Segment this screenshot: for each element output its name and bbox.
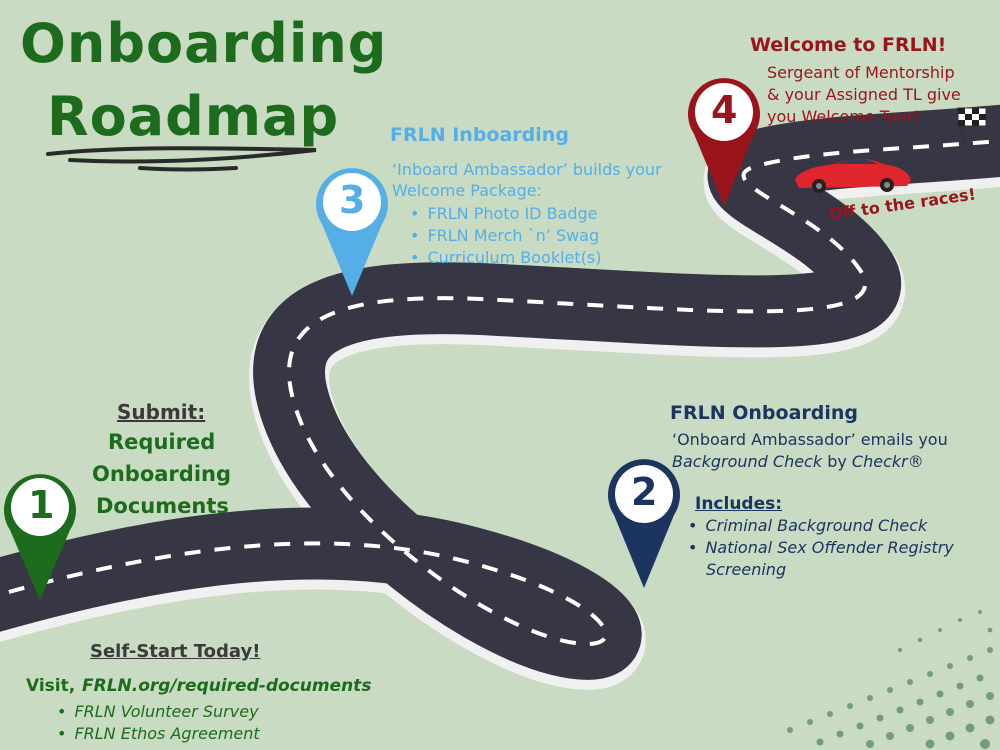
step4-line1: Sergeant of Mentorship (767, 63, 955, 82)
step1-bullet-ethos: FRLN Ethos Agreement (57, 724, 259, 743)
title-underline (46, 146, 317, 172)
step3-bullet-merch: FRLN Merch `n’ Swag (410, 226, 599, 245)
map-pin-icon-2 (608, 459, 680, 588)
selfstart-heading: Self-Start Today! (90, 641, 261, 662)
map-pin-icon-3 (316, 168, 389, 296)
step1-line-documents: Documents (96, 494, 229, 518)
pin-number-4: 4 (711, 88, 738, 132)
pin-number-1: 1 (28, 483, 55, 527)
step2-heading: FRLN Onboarding (670, 402, 858, 424)
step3-bullet-booklet: Curriculum Booklet(s) (410, 248, 601, 267)
halftone-decoration (787, 610, 995, 749)
step3-line2: Welcome Package: (392, 181, 542, 200)
step3-line1: ‘Inboard Ambassador’ builds your (392, 160, 662, 179)
step2-bullet-registry: National Sex Offender Registry (688, 538, 953, 557)
step2-bullet-criminal: Criminal Background Check (688, 516, 927, 535)
step2-by: by (822, 452, 852, 471)
step2-bullet-screening: Screening (706, 560, 787, 579)
step2-checkr: Checkr® (851, 452, 924, 471)
pin-number-3: 3 (339, 178, 366, 222)
step4-heading: Welcome to FRLN! (750, 34, 947, 56)
step2-line1: ‘Onboard Ambassador’ emails you (672, 430, 948, 449)
step1-heading: Submit: (117, 400, 206, 424)
race-car-icon (795, 158, 911, 193)
step4-line2: & your Assigned TL give (767, 85, 961, 104)
required-documents-link[interactable]: FRLN.org/required-documents (82, 676, 372, 696)
map-pin-icon-4 (688, 78, 760, 206)
pin-number-2: 2 (631, 470, 658, 514)
step4-line3: you Welcome Tour! (767, 107, 920, 126)
step3-heading: FRLN Inboarding (390, 124, 569, 146)
step1-bullet-survey: FRLN Volunteer Survey (57, 702, 258, 721)
step3-bullet-badge: FRLN Photo ID Badge (410, 204, 597, 223)
visit-label: Visit, (26, 676, 76, 696)
step1-line-onboarding: Onboarding (92, 462, 232, 486)
page-title-line2: Roadmap (47, 85, 340, 148)
flag-icon (957, 107, 987, 145)
step2-includes: Includes: (695, 494, 783, 514)
page-title-line1: Onboarding (20, 12, 388, 75)
map-pin-icon-1 (4, 474, 77, 600)
step1-line-required: Required (108, 430, 216, 454)
step2-background-check: Background Check (672, 452, 823, 471)
winding-road (0, 104, 1000, 690)
